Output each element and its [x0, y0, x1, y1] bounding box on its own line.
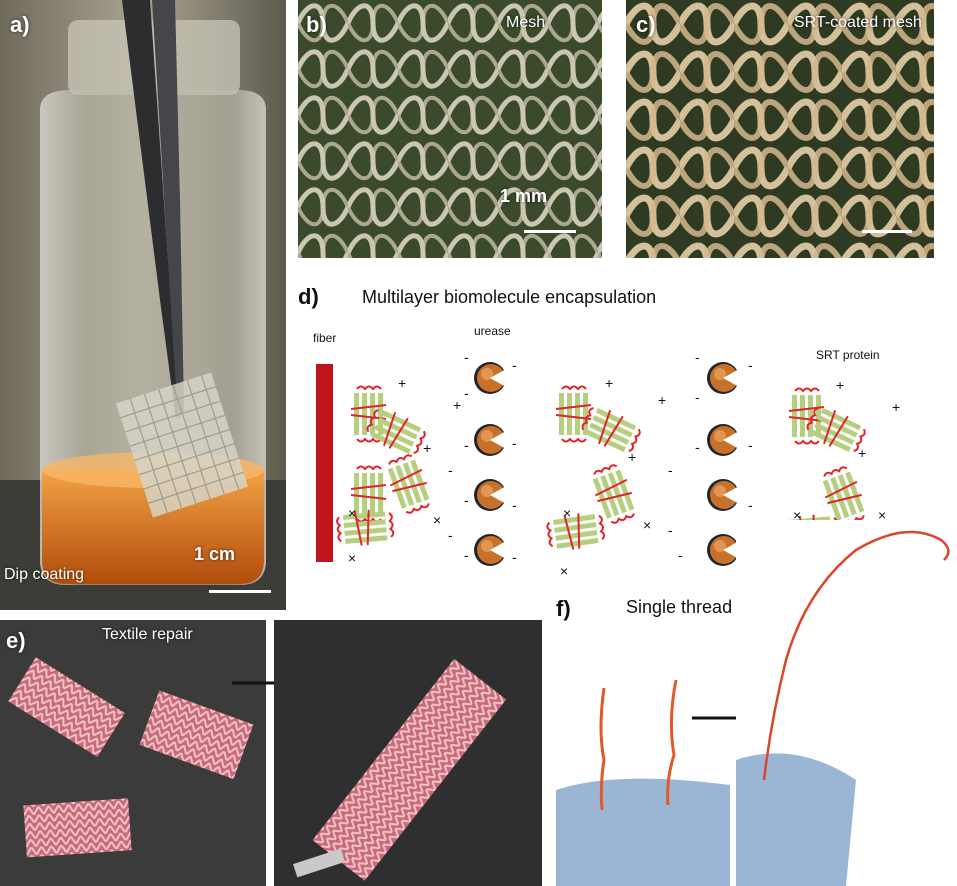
svg-text:+: + — [398, 375, 406, 391]
separate-threads-photo — [556, 660, 730, 886]
svg-text:-: - — [678, 547, 683, 563]
svg-text:×: × — [563, 505, 571, 521]
panel-e-photo-right — [274, 620, 542, 886]
svg-text:-: - — [464, 492, 469, 508]
srt-protein-label: SRT protein — [816, 348, 880, 362]
scale-bar-c — [862, 230, 912, 233]
mesh-title: Mesh — [506, 14, 546, 31]
svg-text:+: + — [658, 392, 666, 408]
panel-e-photo-left: e) Textile repair — [0, 620, 266, 886]
scale-label-b: 1 mm — [500, 186, 548, 206]
svg-text:+: + — [453, 397, 461, 413]
scale-label-a: 1 cm — [194, 544, 236, 564]
svg-text:+: + — [858, 445, 866, 461]
svg-text:-: - — [695, 350, 700, 365]
svg-text:+: + — [628, 449, 636, 465]
svg-text:-: - — [695, 389, 700, 405]
encapsulation-title: Multilayer biomolecule encapsulation — [362, 287, 657, 307]
svg-text:-: - — [512, 497, 517, 513]
vial-photo — [0, 0, 286, 610]
svg-text:-: - — [512, 357, 517, 373]
panel-a-photo: a) 1 cm Dip coating — [0, 0, 286, 610]
svg-text:×: × — [793, 507, 801, 523]
svg-text:-: - — [668, 522, 673, 538]
scale-bar-b — [524, 230, 576, 233]
panel-label-e: e) — [6, 628, 26, 653]
svg-text:-: - — [748, 497, 753, 513]
svg-text:+: + — [605, 375, 613, 391]
scale-bar-a — [209, 590, 271, 593]
joined-thread-photo — [736, 520, 957, 886]
svg-text:×: × — [348, 505, 356, 521]
panel-b-photo: b) Mesh 1 mm — [298, 0, 602, 258]
svg-text:+: + — [836, 377, 844, 393]
encapsulation-diagram: +++ ××× --- --- --- -- +++ ××× -- --- --… — [316, 350, 900, 579]
svg-text:-: - — [512, 435, 517, 451]
panel-c-photo: c) SRT-coated mesh — [626, 0, 934, 258]
svg-text:×: × — [433, 512, 441, 528]
svg-text:+: + — [892, 399, 900, 415]
urease-label: urease — [474, 324, 511, 338]
svg-text:-: - — [448, 462, 453, 478]
svg-text:×: × — [878, 507, 886, 523]
mesh-photo — [298, 0, 602, 258]
panel-d-diagram: +++ ××× --- --- --- -- +++ ××× -- --- --… — [298, 350, 938, 590]
panel-label-c: c) — [636, 12, 656, 37]
panel-label-b: b) — [306, 12, 327, 37]
svg-text:-: - — [695, 439, 700, 455]
repaired-textile-photo — [274, 620, 542, 886]
svg-text:+: + — [423, 440, 431, 456]
coated-mesh-title: SRT-coated mesh — [794, 14, 922, 31]
svg-text:-: - — [464, 437, 469, 453]
svg-text:×: × — [643, 517, 651, 533]
fiber-label: fiber — [313, 331, 337, 345]
panel-label-f: f) — [556, 596, 571, 621]
panel-label-a: a) — [10, 12, 30, 37]
svg-text:×: × — [348, 550, 356, 566]
svg-text:-: - — [464, 350, 469, 365]
svg-text:×: × — [560, 563, 568, 579]
textile-pieces-photo — [0, 620, 266, 886]
svg-text:-: - — [668, 462, 673, 478]
svg-text:-: - — [464, 547, 469, 563]
dip-coating-caption: Dip coating — [4, 566, 85, 583]
coated-mesh-photo — [626, 0, 934, 258]
svg-text:-: - — [464, 385, 469, 401]
fiber-bar — [316, 364, 333, 562]
panel-f-photo-right — [736, 520, 957, 886]
panel-f-photo-left — [556, 660, 730, 886]
svg-text:-: - — [748, 357, 753, 373]
svg-text:-: - — [748, 437, 753, 453]
svg-text:-: - — [512, 549, 517, 565]
panel-label-d: d) — [298, 284, 319, 309]
svg-text:-: - — [448, 527, 453, 543]
textile-repair-title: Textile repair — [102, 626, 193, 643]
